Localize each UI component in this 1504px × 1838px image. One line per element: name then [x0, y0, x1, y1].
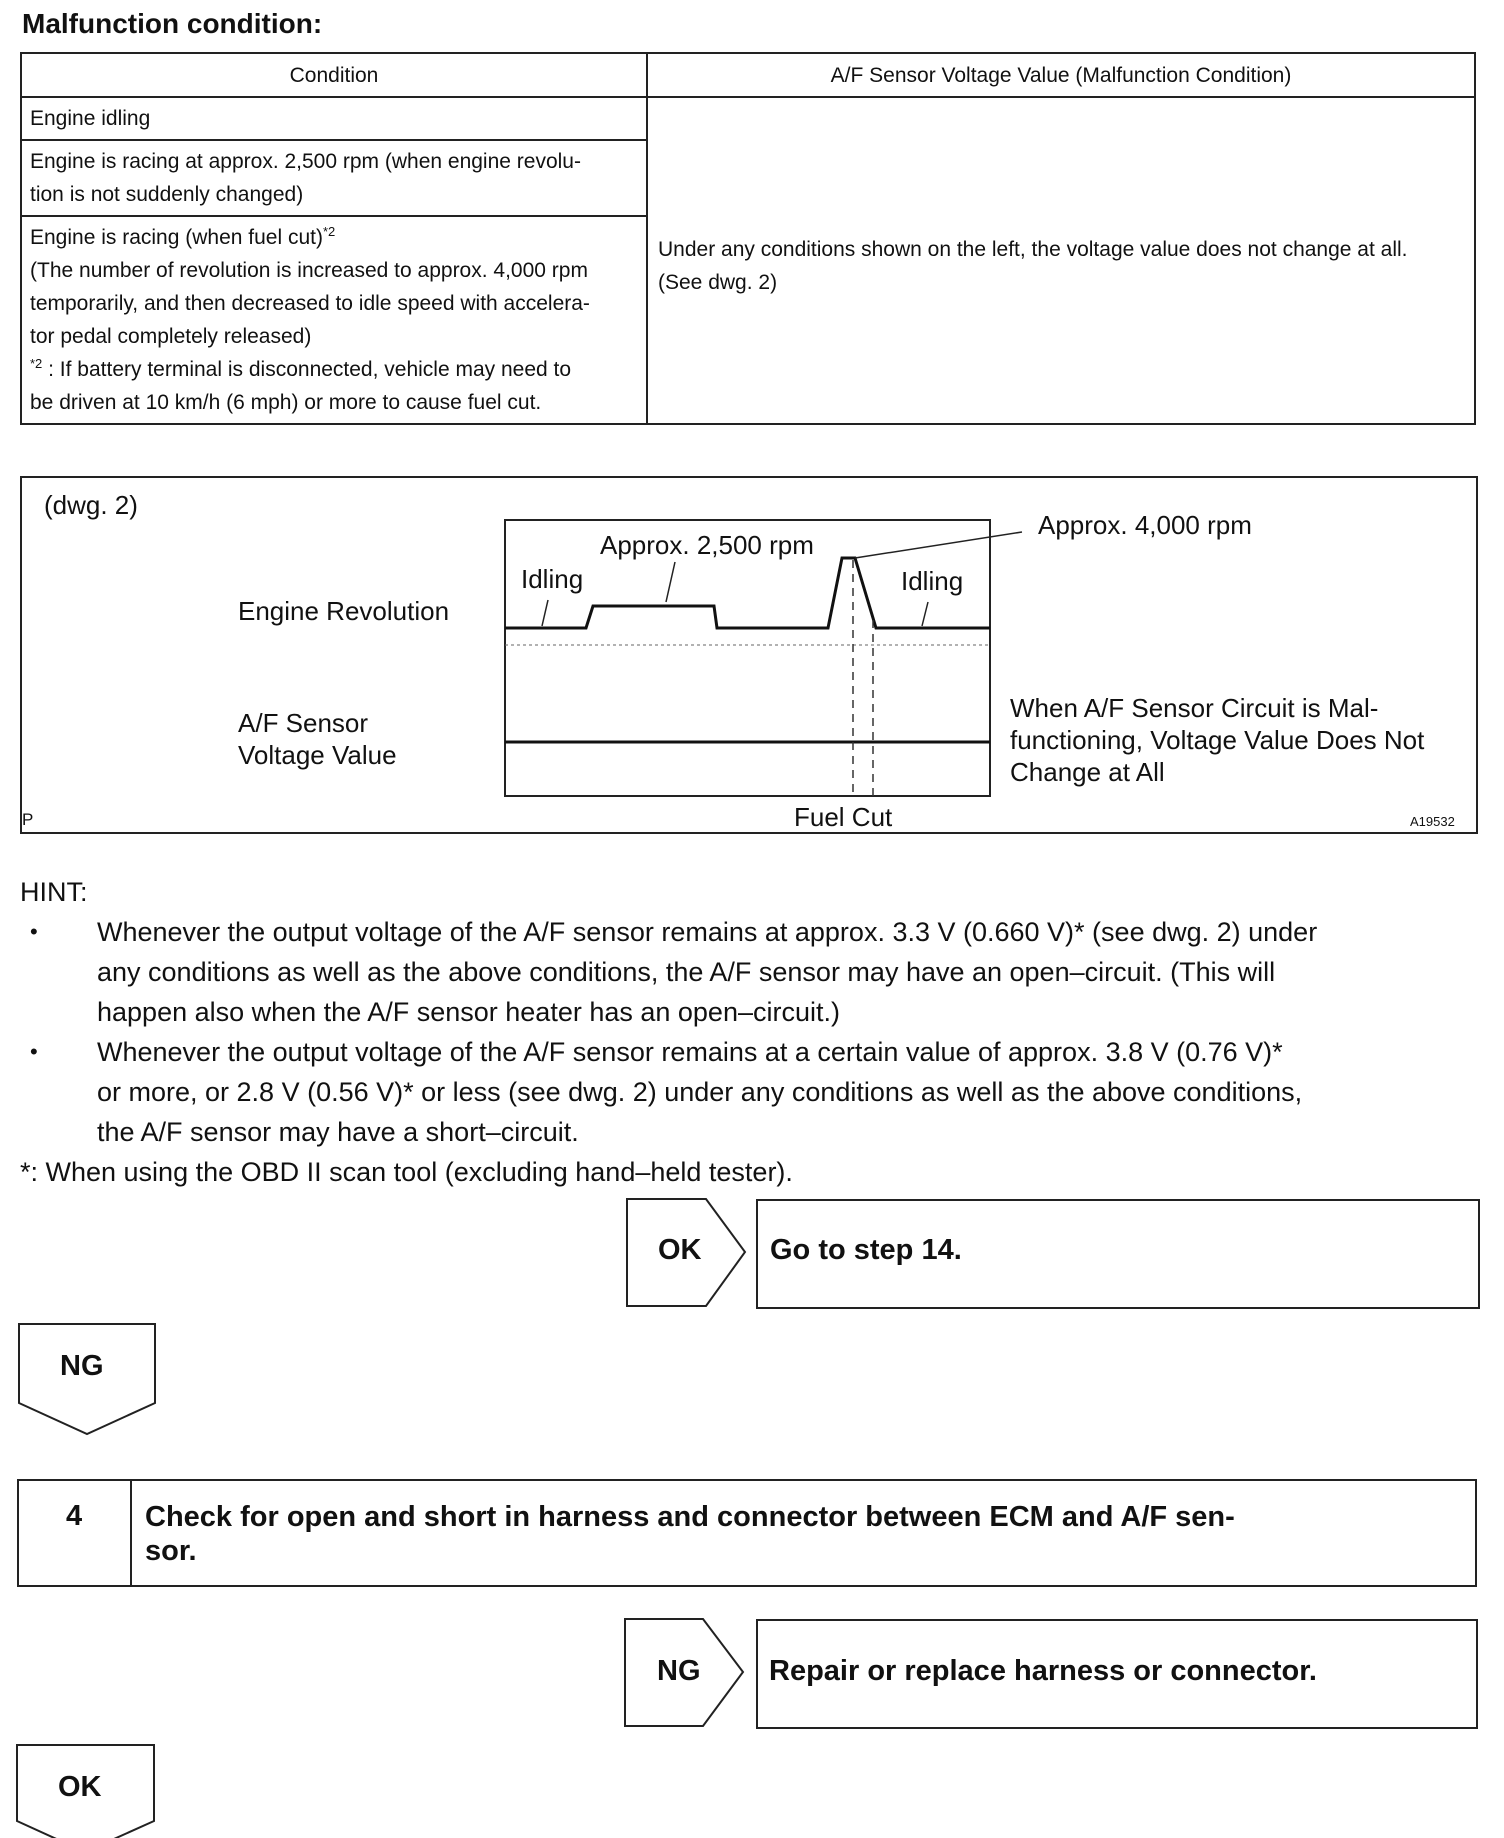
- idling-right-label: Idling: [901, 566, 964, 596]
- result-box: [756, 1199, 1480, 1309]
- hint-line: or more, or 2.8 V (0.56 V)* or less (see…: [97, 1077, 1303, 1107]
- result-cell: Under any conditions shown on the left, …: [646, 96, 1476, 425]
- ok-label: OK: [658, 1234, 702, 1266]
- hint-line: Whenever the output voltage of the A/F s…: [97, 917, 1318, 947]
- fuel-cut-label: Fuel Cut: [794, 802, 893, 832]
- leader-2500: [665, 561, 676, 603]
- step-box: [17, 1479, 1477, 1587]
- hint-line: happen also when the A/F sensor heater h…: [97, 997, 840, 1027]
- af-sensor-label-line2: Voltage Value: [238, 740, 397, 770]
- step-title-line: sor.: [145, 1535, 197, 1567]
- figure-id: A19532: [1410, 814, 1455, 829]
- engine-revolution-label: Engine Revolution: [238, 596, 450, 626]
- ng-arrow-shape: [18, 1323, 156, 1436]
- malfunction-note-line: When A/F Sensor Circuit is Mal-: [1010, 693, 1379, 723]
- engine-revolution-waveform: [505, 556, 990, 630]
- condition-cell: Engine idling: [20, 96, 648, 141]
- malfunction-note-line: Change at All: [1010, 757, 1165, 787]
- footnote-text: : If battery terminal is disconnected, v…: [42, 358, 572, 381]
- corner-label: P: [22, 810, 34, 829]
- step-number: 4: [66, 1500, 83, 1532]
- approx-4000-label: Approx. 4,000 rpm: [1038, 510, 1252, 540]
- go-to-step-link[interactable]: Go to step 14.: [770, 1234, 962, 1266]
- result-text-line: (See dwg. 2): [658, 270, 778, 294]
- bullet-dot: •: [30, 1039, 38, 1064]
- af-sensor-label-line1: A/F Sensor: [238, 708, 369, 738]
- condition-text: Engine is racing at approx. 2,500 rpm (w…: [30, 150, 581, 173]
- ok-label: OK: [58, 1771, 102, 1803]
- ng-label: NG: [60, 1350, 104, 1382]
- hint-line: the A/F sensor may have a short–circuit.: [97, 1117, 579, 1147]
- hint-bullet-2: • Whenever the output voltage of the A/F…: [0, 1032, 1504, 1152]
- approx-2500-label: Approx. 2,500 rpm: [600, 530, 814, 560]
- hint-line: any conditions as well as the above cond…: [97, 957, 1276, 987]
- condition-text: tion is not suddenly changed): [30, 183, 304, 206]
- drawing-frame: [20, 476, 1478, 834]
- header-voltage-value: A/F Sensor Voltage Value (Malfunction Co…: [646, 52, 1476, 98]
- malfunction-note: When A/F Sensor Circuit is Mal- function…: [1010, 692, 1458, 788]
- hint-footnote: *: When using the OBD II scan tool (excl…: [20, 1157, 793, 1187]
- step-title-line: Check for open and short in harness and …: [145, 1501, 1235, 1533]
- ng-arrow-shape: [624, 1618, 745, 1727]
- step-divider: [130, 1479, 132, 1585]
- ok-arrow-shape: [16, 1744, 155, 1838]
- condition-text: temporarily, and then decreased to idle …: [30, 292, 590, 315]
- section-heading: Malfunction condition:: [22, 8, 323, 39]
- condition-cell: Engine is racing at approx. 2,500 rpm (w…: [20, 139, 648, 217]
- table-row: Engine is racing at approx. 2,500 rpm (w…: [20, 139, 1475, 217]
- plot-box: [504, 519, 991, 797]
- table-row: Engine is racing (when fuel cut)*2 (The …: [20, 215, 1475, 425]
- leader-idling-left: [541, 599, 549, 627]
- hint-title: HINT:: [20, 877, 88, 907]
- table-header-row: Condition A/F Sensor Voltage Value (Malf…: [20, 52, 1476, 98]
- leader-idling-right: [921, 601, 929, 627]
- ok-arrow-shape: [626, 1198, 747, 1307]
- condition-text: (The number of revolution is increased t…: [30, 259, 588, 282]
- idling-left-label: Idling: [521, 564, 584, 594]
- condition-text: tor pedal completely released): [30, 325, 312, 348]
- footnote-marker: *2: [30, 356, 43, 371]
- condition-text: Engine is racing (when fuel cut): [30, 226, 323, 249]
- header-condition: Condition: [20, 52, 648, 98]
- repair-instruction: Repair or replace harness or connector.: [769, 1655, 1317, 1687]
- condition-cell: Engine is racing (when fuel cut)*2 (The …: [20, 215, 648, 425]
- result-text-line: Under any conditions shown on the left, …: [658, 237, 1408, 261]
- hint-bullet-1: • Whenever the output voltage of the A/F…: [0, 912, 1504, 1032]
- table-row: Engine idling Under any conditions shown…: [20, 96, 1476, 425]
- leader-4000: [854, 531, 1023, 559]
- malfunction-table: Condition A/F Sensor Voltage Value (Malf…: [20, 52, 1476, 425]
- footnote-marker: *2: [323, 224, 336, 239]
- footnote-text: be driven at 10 km/h (6 mph) or more to …: [30, 391, 542, 414]
- hint-line: Whenever the output voltage of the A/F s…: [97, 1037, 1283, 1067]
- malfunction-note-line: functioning, Voltage Value Does Not: [1010, 725, 1425, 755]
- step-title: Check for open and short in harness and …: [145, 1500, 1465, 1568]
- ng-label: NG: [657, 1655, 701, 1687]
- drawing-label: (dwg. 2): [44, 490, 138, 520]
- bullet-dot: •: [30, 919, 38, 944]
- result-box: [756, 1619, 1478, 1729]
- condition-text: Engine idling: [30, 107, 151, 130]
